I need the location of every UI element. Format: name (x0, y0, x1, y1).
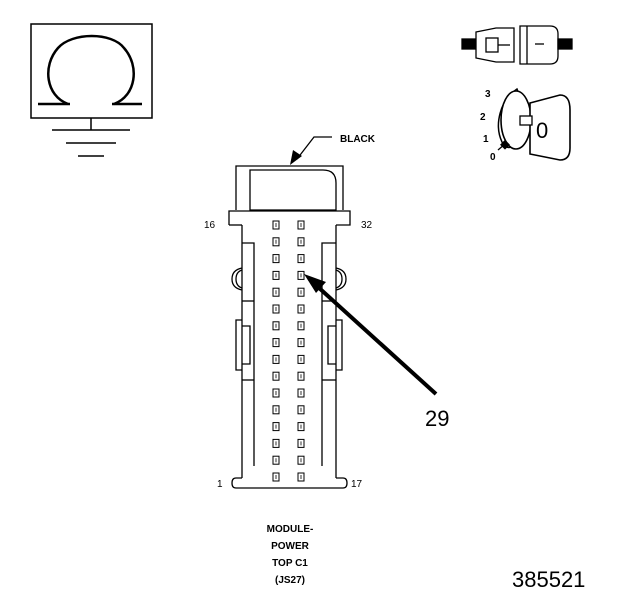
connector-body (228, 165, 351, 489)
ignition-pos-2: 2 (480, 112, 486, 123)
color-callout: BLACK (290, 134, 376, 165)
caption-line-1: MODULE- (267, 524, 314, 535)
connector-color-label: BLACK (340, 134, 376, 145)
ignition-pos-3: 3 (485, 89, 491, 100)
ignition-pos-0: 0 (490, 152, 496, 163)
figure-number: 385521 (512, 567, 585, 592)
key-label: 0 (536, 118, 548, 143)
pin-callout-arrow: 29 (304, 274, 449, 431)
connector-caption: MODULE- POWER TOP C1 (JS27) (267, 524, 314, 586)
ground-symbol (30, 23, 153, 157)
caption-line-4: (JS27) (275, 575, 305, 586)
pin-label-16: 16 (204, 220, 216, 231)
callout-pin-number: 29 (425, 406, 449, 431)
connector-mating-icon (461, 25, 573, 65)
pin-label-1: 1 (217, 479, 223, 490)
pin-label-17: 17 (351, 479, 363, 490)
pin-label-32: 32 (361, 220, 373, 231)
ignition-key-icon: 3 2 1 0 0 (480, 87, 571, 163)
caption-line-2: POWER (271, 541, 310, 552)
ignition-pos-1: 1 (483, 134, 489, 145)
pin-cavities (272, 220, 305, 482)
caption-line-3: TOP C1 (272, 558, 308, 569)
